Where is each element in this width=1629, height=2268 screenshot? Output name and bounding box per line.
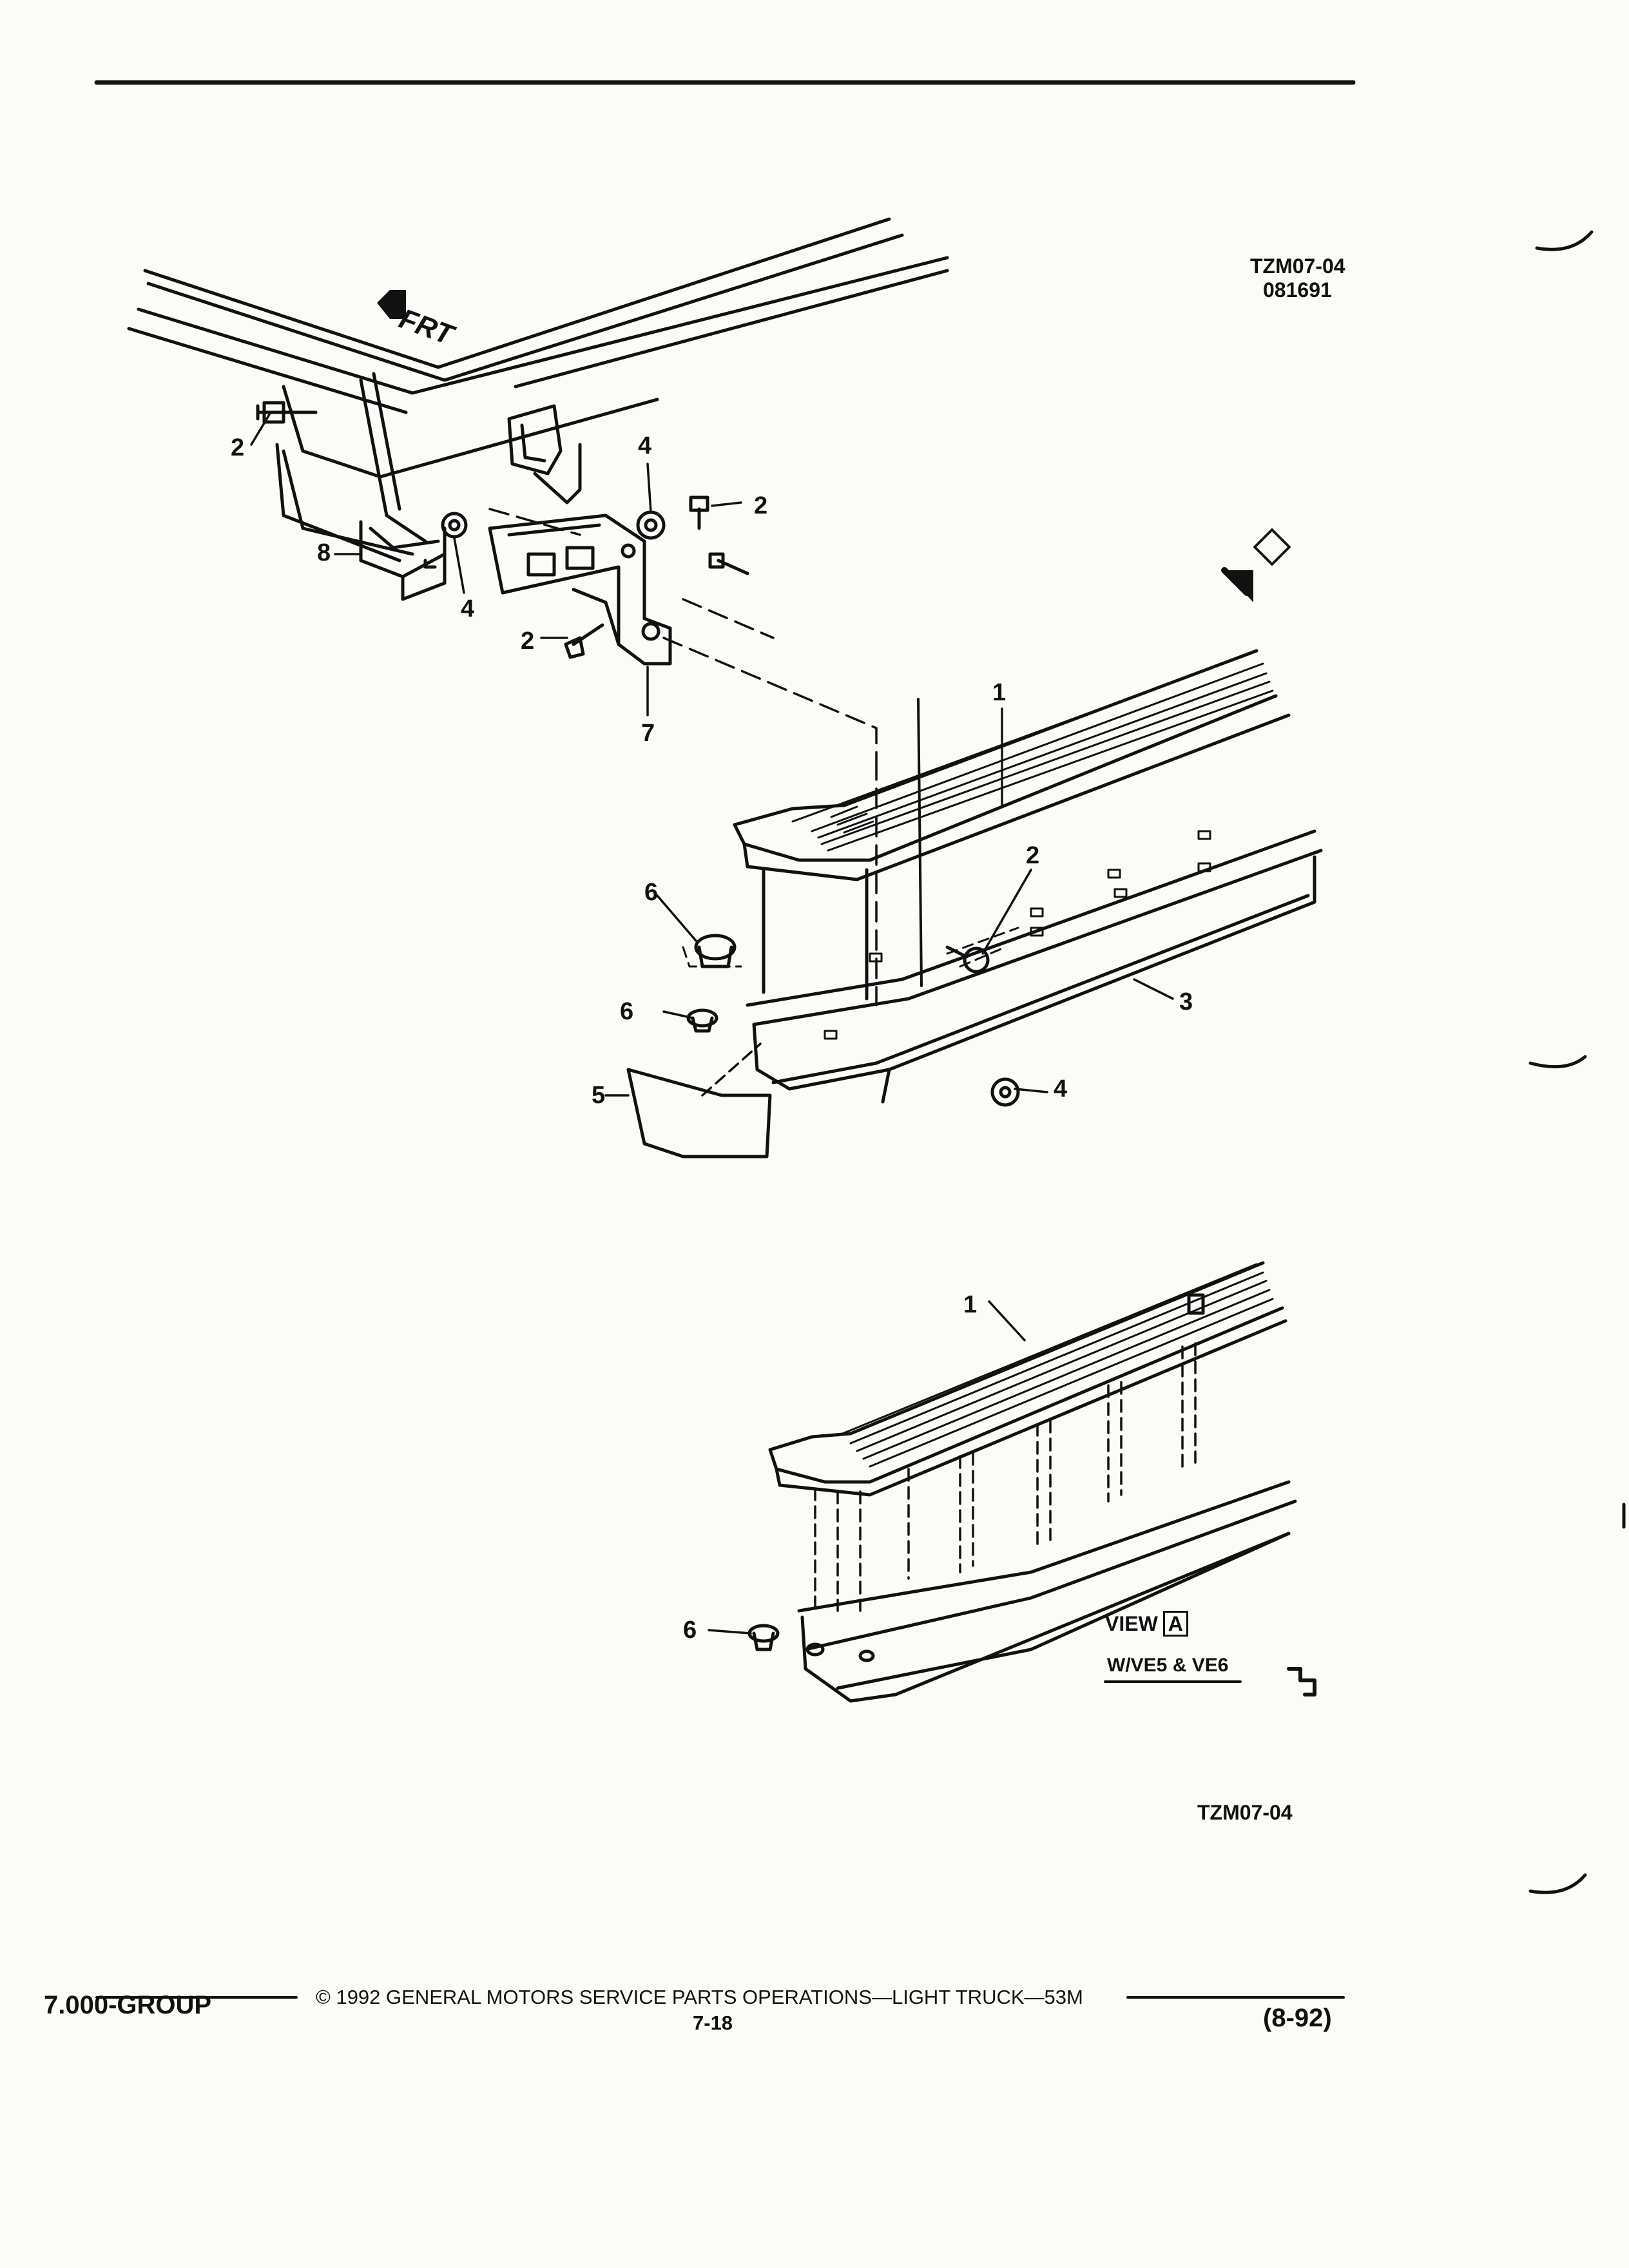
leader-lines [250,411,1174,1635]
callout-2: 2 [1026,842,1040,869]
callout-6: 6 [620,998,634,1025]
footer-group: 7.000-GROUP [44,1991,212,2019]
bracket-8 [359,520,447,601]
view-option-label: W/VE5 & VE6 [1107,1655,1229,1676]
view-a-arrow-icon [1221,528,1291,602]
bracket-7 [488,514,672,666]
callout-4: 4 [1054,1075,1068,1102]
view-letter-box: A [1162,1611,1188,1637]
callout-4: 4 [638,432,652,459]
retainer-6-upper [694,934,737,968]
bolt-2-step [945,945,990,974]
bolt-2-lower [564,623,604,659]
nut-4-left [441,512,468,539]
view-caption-text: VIEW [1105,1612,1158,1635]
footer-copyright: © 1992 GENERAL MOTORS SERVICE PARTS OPER… [316,1986,1083,2008]
gm-spo-logo-icon [1287,1667,1316,1696]
alignment-lines [488,508,878,1006]
step-assembly-3 [746,829,1323,1104]
callout-1: 1 [963,1291,978,1318]
callout-2: 2 [231,434,245,461]
frame-drop-line [917,698,923,987]
bolt-2-upper-b [708,552,749,575]
margin-marks [1528,230,1626,1894]
callout-4: 4 [461,595,475,622]
callout-7: 7 [641,720,655,747]
bolt-2-left [256,401,318,424]
view-a-retainer-6 [747,1624,780,1651]
callout-2: 2 [754,492,768,519]
callout-1: 1 [992,679,1007,706]
running-board-view-a [768,1261,1297,1703]
frame-bracket-slot [507,404,582,505]
drawing-ref-date: 081691 [1263,278,1332,302]
drawing-ref-code: TZM07-04 [1250,255,1345,278]
frame-rail [127,217,949,562]
nut-4-step [990,1077,1020,1107]
front-arrow-icon [377,290,406,319]
footer-page-number: 7-18 [693,2012,733,2034]
callout-5: 5 [592,1082,606,1109]
bolt-2-upper-a [689,495,709,530]
view-a-studs [814,1342,1197,1612]
callout-3: 3 [1179,988,1193,1015]
callout-8: 8 [317,539,331,566]
callout-6: 6 [644,879,659,906]
bottom-ref-code: TZM07-04 [1197,1801,1293,1824]
end-cap-5 [626,1043,772,1158]
callout-6: 6 [683,1617,697,1644]
nut-4-upper [636,510,666,540]
running-board-upper [733,649,1291,1001]
retainer-6-mid [686,1008,718,1033]
callout-2: 2 [521,628,535,655]
footer-date: (8-92) [1263,2004,1332,2032]
